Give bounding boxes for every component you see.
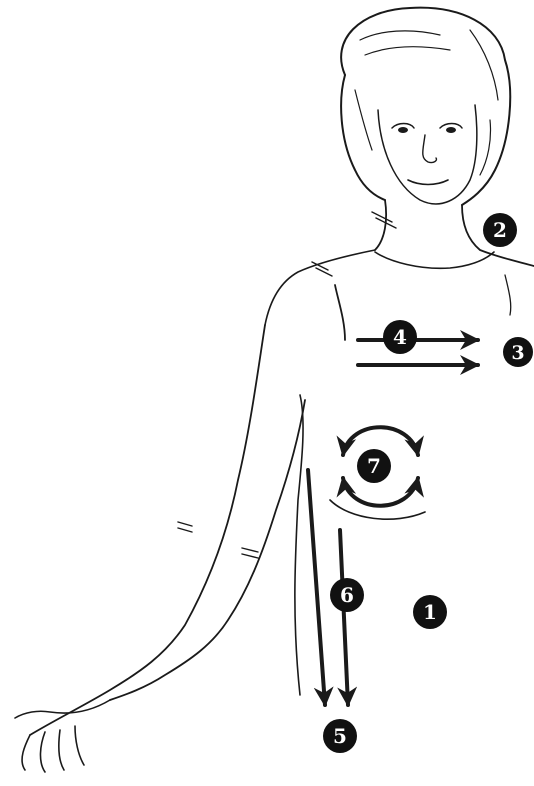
woman-head: [341, 8, 510, 205]
marker-6: 6: [330, 578, 364, 612]
marker-7-label: 7: [367, 454, 381, 478]
torso-outline: [15, 200, 534, 772]
marker-6-label: 6: [340, 583, 354, 607]
marker-1: 1: [413, 595, 447, 629]
arrow-4-horizontal: [358, 340, 478, 365]
marker-2: 2: [483, 213, 517, 247]
marker-1-label: 1: [423, 600, 437, 624]
marker-5-label: 5: [333, 724, 347, 748]
marker-3-label: 3: [511, 342, 524, 364]
marker-3: 3: [503, 337, 533, 367]
marker-7: 7: [357, 449, 391, 483]
marker-5: 5: [323, 719, 357, 753]
marker-4-label: 4: [393, 325, 407, 349]
marker-2-label: 2: [493, 218, 507, 242]
marker-4: 4: [383, 320, 417, 354]
